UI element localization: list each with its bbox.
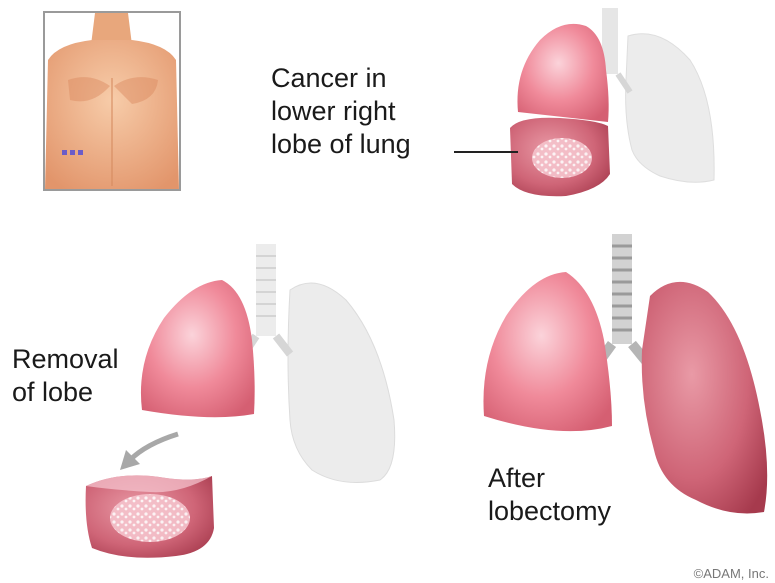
tumor: [532, 138, 592, 178]
torso-thumbnail: [44, 12, 180, 190]
removal-label-line-1: Removal: [12, 343, 119, 376]
incision-marks: [62, 150, 83, 155]
faded-lung: [288, 283, 395, 483]
cancer-label-line-3: lobe of lung: [271, 128, 411, 161]
cancer-label: Cancer in lower right lobe of lung: [271, 62, 411, 161]
lungs-removal: [86, 244, 395, 558]
left-lung: [642, 282, 767, 514]
removed-lobe: [86, 475, 214, 557]
after-label: After lobectomy: [488, 462, 611, 528]
right-lung-upper-lobe: [517, 24, 608, 122]
removal-arrow: [120, 434, 178, 470]
after-label-line-2: lobectomy: [488, 495, 611, 528]
remaining-right-lung: [141, 280, 255, 417]
removal-label: Removal of lobe: [12, 343, 119, 409]
cancer-label-line-2: lower right: [271, 95, 411, 128]
removal-label-line-2: of lobe: [12, 376, 119, 409]
copyright-text: ©ADAM, Inc.: [694, 566, 769, 581]
faded-lung: [626, 34, 715, 183]
lungs-with-cancer: [454, 8, 714, 196]
tumor: [110, 494, 190, 542]
cancer-label-line-1: Cancer in: [271, 62, 411, 95]
remaining-right-lung: [483, 272, 612, 431]
after-label-line-1: After: [488, 462, 611, 495]
